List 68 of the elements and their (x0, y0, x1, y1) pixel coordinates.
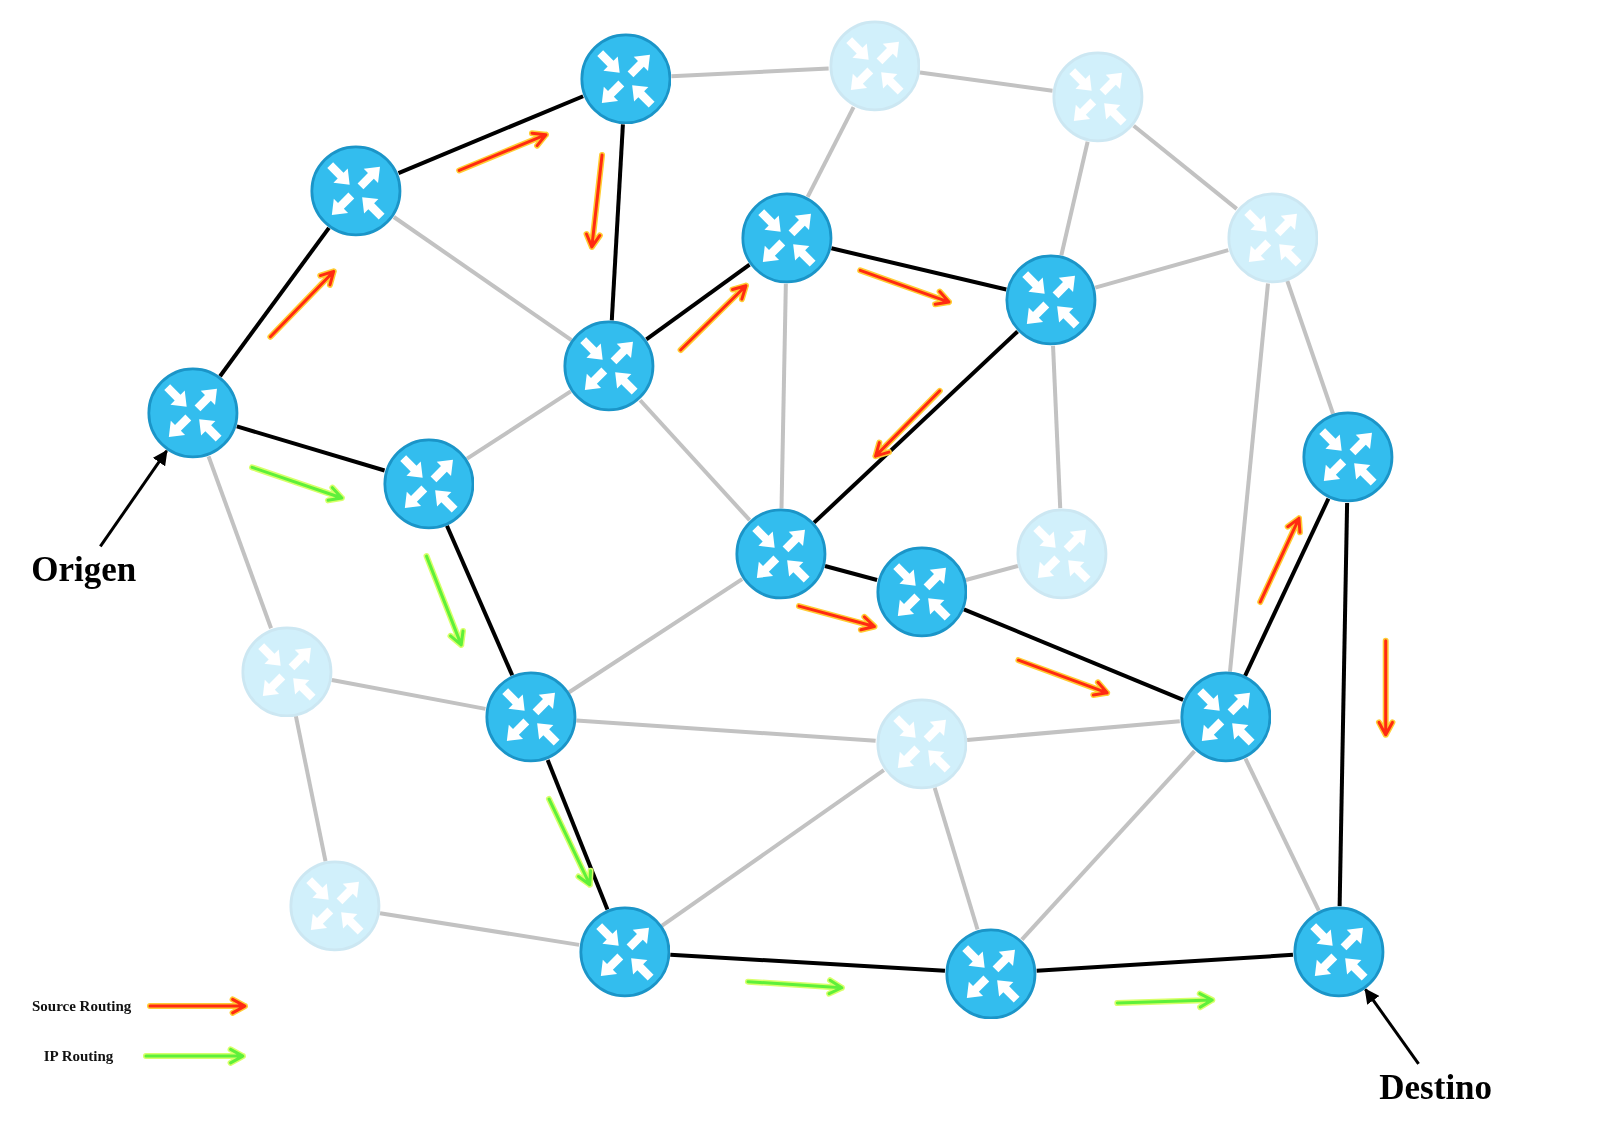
link-line (545, 759, 610, 911)
link-line (331, 677, 486, 711)
link-line (445, 524, 515, 677)
router-icon (1226, 191, 1319, 284)
link-line (638, 398, 752, 522)
link-line (963, 607, 1184, 702)
link-line (1094, 248, 1229, 290)
router-icon (1292, 906, 1385, 998)
link-line (670, 952, 946, 973)
link-line (967, 719, 1180, 742)
router-icon (484, 671, 577, 764)
link-line (218, 226, 331, 378)
link-line (779, 283, 788, 509)
endpoint-label: Destino (1379, 1067, 1493, 1108)
router-icon (310, 144, 403, 237)
legend-label: Source Routing (31, 997, 132, 1015)
link-line (609, 124, 625, 321)
link-line (1243, 757, 1321, 912)
link-line (812, 330, 1019, 525)
router-icon (828, 20, 921, 113)
link-line (1337, 503, 1350, 907)
router-icon (1052, 51, 1144, 143)
link-line (824, 564, 878, 582)
legend-label: IP Routing (43, 1047, 114, 1065)
link-line (567, 577, 744, 694)
link-line (397, 94, 584, 175)
arrow (1364, 988, 1420, 1065)
link-line (206, 455, 273, 629)
router-icon (578, 906, 671, 998)
link-line (1059, 141, 1090, 256)
router-icon (579, 32, 672, 125)
link-line (576, 718, 876, 743)
link-line (379, 911, 580, 947)
link-line (932, 787, 980, 931)
link-line (671, 66, 829, 79)
arrow (99, 449, 168, 548)
router-icon (740, 191, 833, 284)
link-line (1020, 749, 1196, 941)
link-line (1243, 497, 1331, 677)
link-line (660, 768, 885, 928)
endpoint-label: Origen (31, 550, 137, 591)
link-line (392, 215, 573, 342)
link-line (1132, 124, 1238, 211)
router-icon (875, 697, 968, 790)
link-line (805, 106, 856, 198)
link-line (1285, 280, 1335, 415)
link-line (293, 716, 328, 862)
link-line (830, 246, 1007, 292)
router-icon (288, 860, 381, 953)
link-line (1051, 345, 1063, 509)
router-icon (1005, 254, 1097, 346)
link-line (919, 70, 1053, 93)
router-icon (240, 625, 333, 718)
link-line (1036, 952, 1294, 973)
link-line (1228, 283, 1270, 672)
router-icon (146, 367, 239, 460)
router-icon (944, 927, 1037, 1020)
link-line (645, 263, 751, 341)
router-icon (1179, 671, 1272, 764)
link-line (236, 424, 386, 473)
router-icon (734, 508, 827, 600)
router-icon (1016, 508, 1109, 600)
router-icon (563, 320, 656, 413)
router-icon (1302, 411, 1394, 504)
link-line (965, 564, 1019, 582)
router-icon (382, 437, 475, 530)
link-line (466, 389, 572, 461)
router-icon (875, 545, 968, 638)
